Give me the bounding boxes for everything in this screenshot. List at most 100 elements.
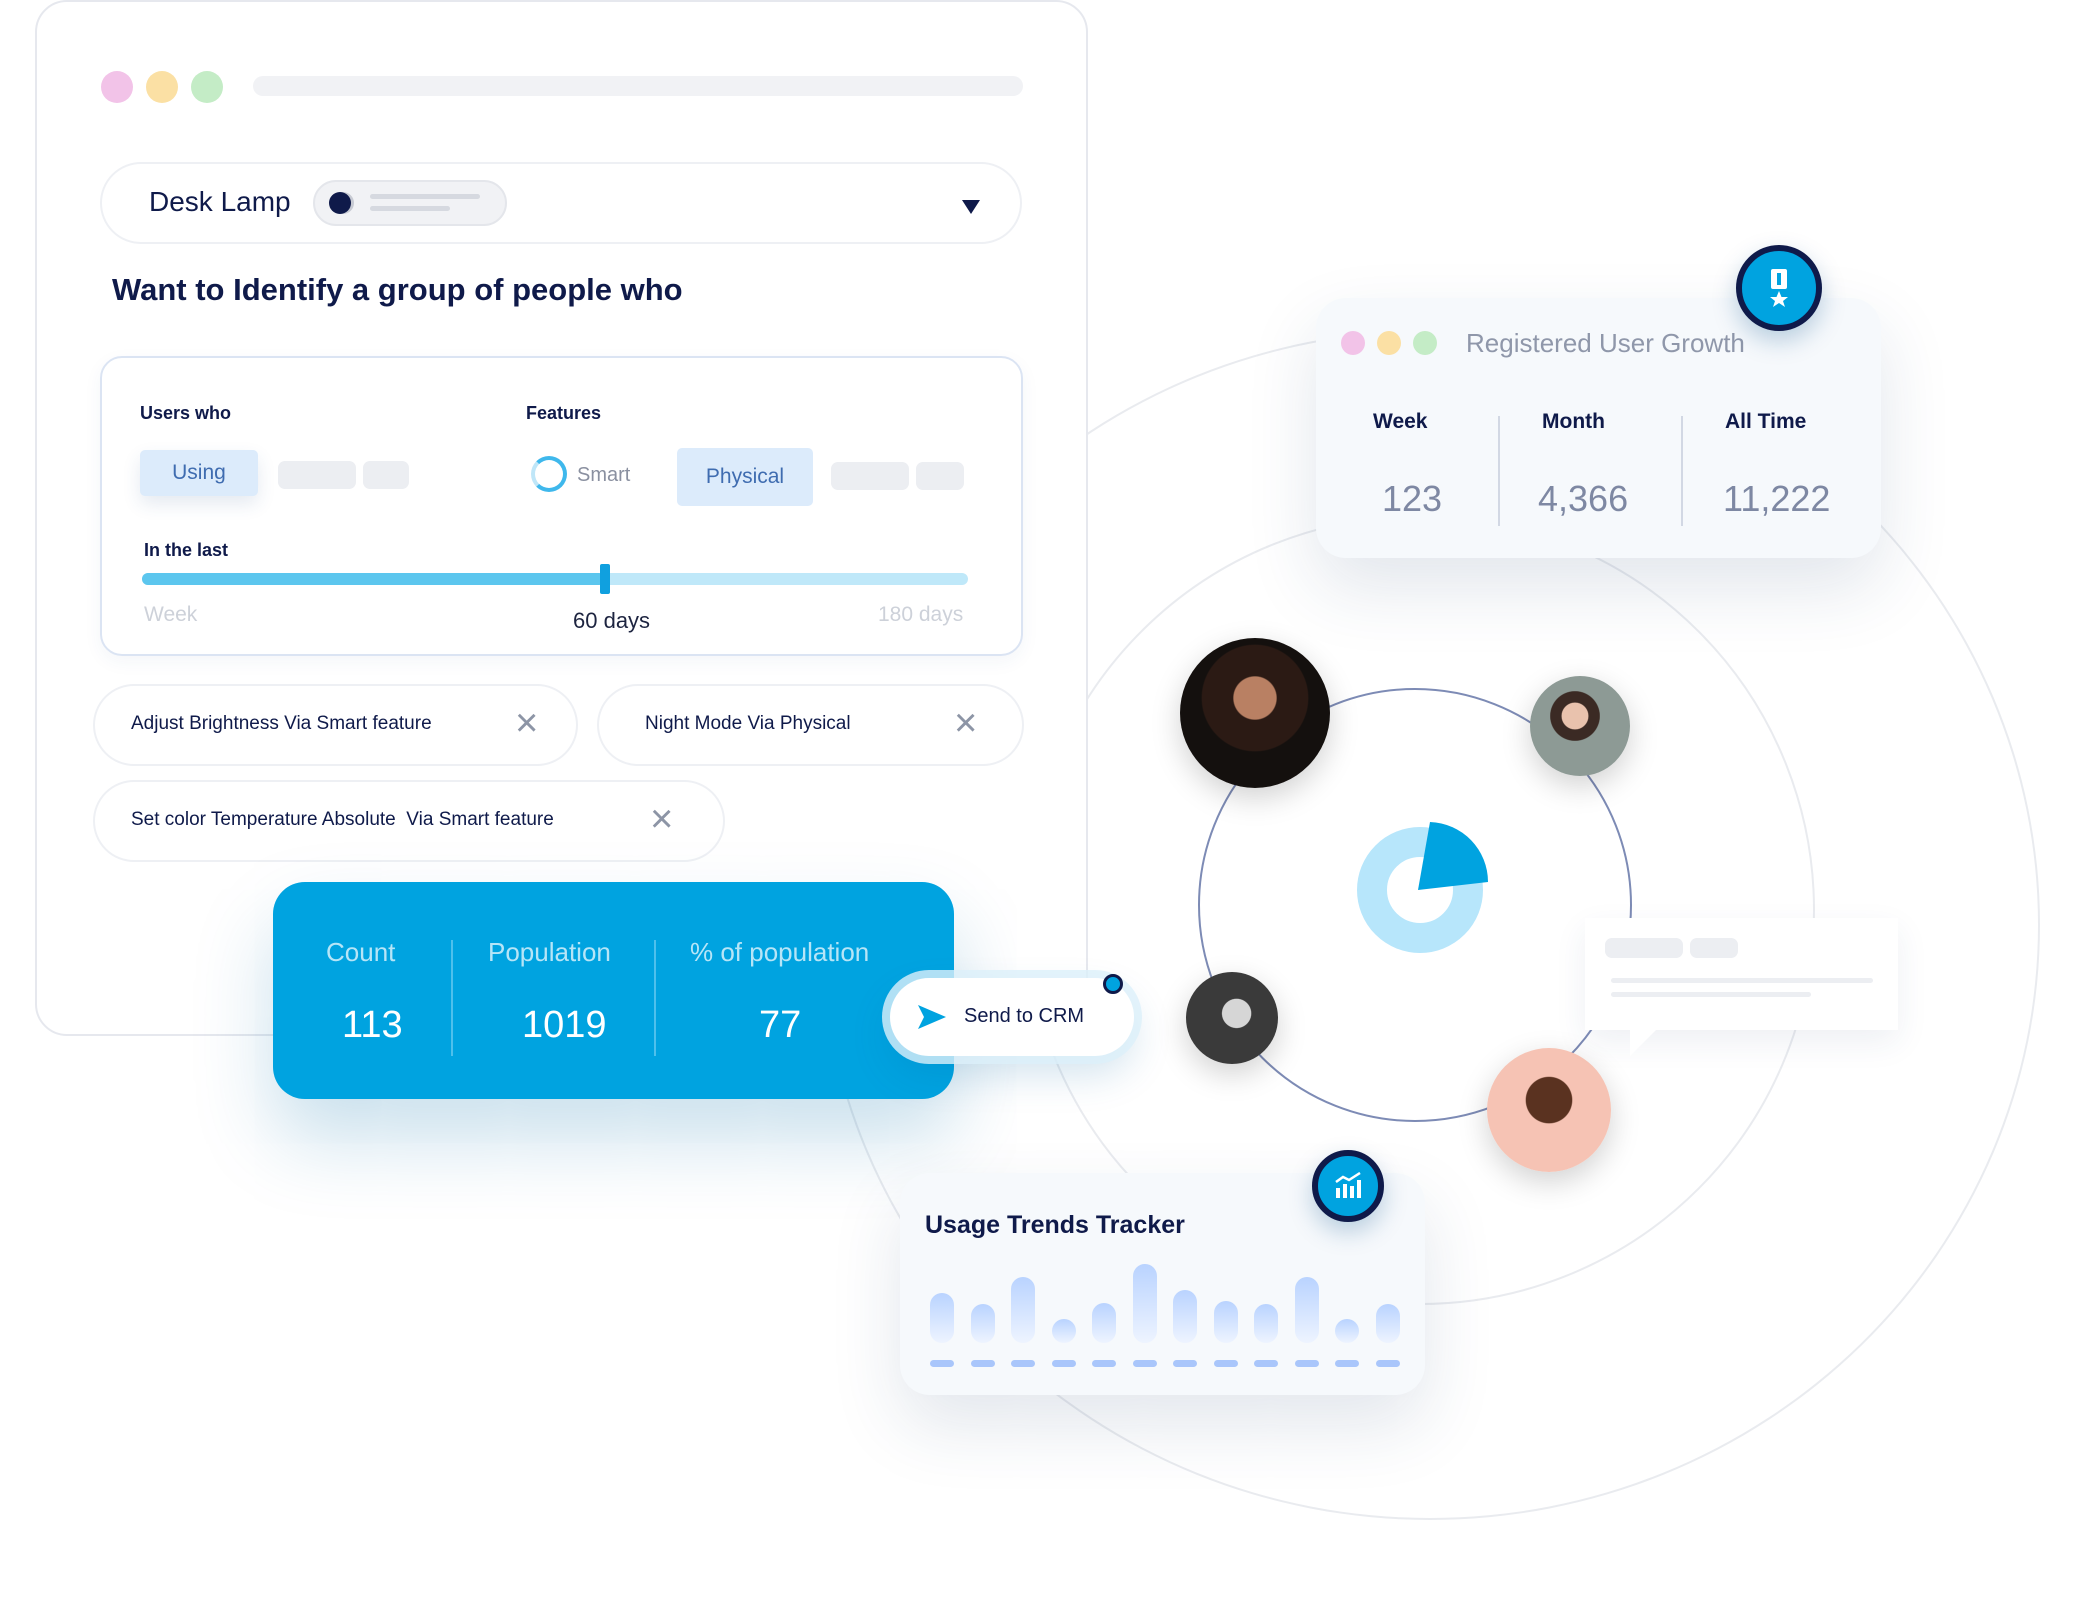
percent-population-value: 77 bbox=[759, 1004, 802, 1046]
stats-divider bbox=[451, 940, 453, 1056]
filter-chip-label: Adjust Brightness Via Smart feature bbox=[131, 713, 432, 734]
filter-chip-label: Night Mode Via Physical bbox=[645, 713, 851, 734]
product-name: Desk Lamp bbox=[149, 186, 291, 217]
slider-max-label: 180 days bbox=[878, 603, 964, 626]
close-icon[interactable]: × bbox=[650, 797, 674, 841]
donut-ring bbox=[1357, 827, 1483, 953]
usage-bar bbox=[1132, 1264, 1157, 1343]
slider-value-label: 60 days bbox=[573, 608, 651, 633]
placeholder-chip-3 bbox=[831, 462, 909, 490]
population-value: 1019 bbox=[522, 1004, 607, 1046]
count-label: Count bbox=[326, 937, 396, 967]
address-bar-placeholder bbox=[253, 76, 1023, 96]
toggle-line-1 bbox=[370, 194, 480, 199]
close-icon[interactable]: × bbox=[515, 701, 539, 745]
page-heading: Want to Identify a group of people who bbox=[112, 272, 683, 307]
users-who-label: Users who bbox=[140, 403, 232, 423]
usage-bar-baseline bbox=[1011, 1360, 1035, 1367]
award-badge-icon bbox=[1736, 245, 1822, 331]
time-slider-fill bbox=[142, 573, 605, 585]
usage-bar bbox=[1375, 1304, 1400, 1343]
placeholder-chip-5 bbox=[1605, 938, 1683, 958]
toggle-line-2 bbox=[370, 206, 450, 211]
avatar-man-monochrome bbox=[1186, 972, 1278, 1064]
week-value: 123 bbox=[1382, 478, 1443, 519]
filter-chip[interactable]: Set color Temperature Absolute Via Smart… bbox=[93, 780, 725, 862]
send-to-crm-label: Send to CRM bbox=[964, 1005, 1085, 1027]
month-label: Month bbox=[1542, 410, 1605, 433]
filter-chip[interactable]: Night Mode Via Physical × bbox=[597, 684, 1024, 766]
usage-bar-baseline bbox=[1132, 1360, 1157, 1367]
criteria-box: Users who Using Features Smart Physical … bbox=[100, 356, 1023, 656]
physical-option-label: Physical bbox=[705, 465, 785, 488]
send-to-crm-button[interactable]: Send to CRM bbox=[890, 978, 1134, 1056]
using-selector[interactable]: Using bbox=[140, 450, 258, 496]
percent-population-label: % of population bbox=[690, 937, 870, 967]
placeholder-chip-6 bbox=[1690, 938, 1738, 958]
usage-bar bbox=[1051, 1319, 1076, 1343]
placeholder-chip-1 bbox=[278, 461, 356, 489]
population-label: Population bbox=[488, 937, 611, 967]
donut-highlight-slice bbox=[1418, 822, 1488, 890]
usage-bar-baseline bbox=[1173, 1360, 1197, 1367]
message-bubble bbox=[1585, 918, 1898, 1030]
filter-window: Desk Lamp Want to Identify a group of pe… bbox=[35, 0, 1088, 1036]
window-dot-green bbox=[191, 71, 223, 103]
stats-divider bbox=[654, 940, 656, 1056]
avatar-man-smiling bbox=[1487, 1048, 1611, 1172]
usage-bar bbox=[1335, 1319, 1359, 1343]
send-arrow-icon bbox=[918, 1005, 946, 1029]
week-label: Week bbox=[1373, 410, 1428, 433]
all-time-label: All Time bbox=[1725, 410, 1807, 433]
placeholder-chip-2 bbox=[363, 461, 409, 489]
caret-down-icon[interactable] bbox=[962, 200, 980, 214]
usage-bar bbox=[970, 1304, 995, 1343]
smart-radio-icon[interactable] bbox=[531, 456, 567, 492]
message-bubble-tail bbox=[1630, 1030, 1656, 1056]
usage-bar-baseline bbox=[1051, 1360, 1076, 1367]
window-dot-green bbox=[1413, 331, 1437, 355]
all-time-value: 11,222 bbox=[1723, 478, 1831, 519]
usage-bar bbox=[1092, 1303, 1116, 1343]
smart-option[interactable]: Smart bbox=[577, 464, 631, 486]
slider-min-label: Week bbox=[144, 603, 198, 626]
user-growth-title: Registered User Growth bbox=[1466, 328, 1745, 358]
features-label: Features bbox=[526, 403, 602, 423]
usage-bar-baseline bbox=[1254, 1360, 1278, 1367]
count-value: 113 bbox=[342, 1004, 403, 1046]
window-dot-pink bbox=[1341, 331, 1365, 355]
usage-bar bbox=[1254, 1304, 1278, 1343]
close-icon[interactable]: × bbox=[954, 701, 978, 745]
stats-card: Count 113 Population 1019 % of populatio… bbox=[273, 882, 954, 1099]
filter-chip-label: Set color Temperature Absolute Via Smart… bbox=[131, 809, 554, 830]
usage-bar-baseline bbox=[1294, 1360, 1319, 1367]
growth-divider bbox=[1498, 416, 1500, 526]
in-the-last-label: In the last bbox=[144, 540, 229, 560]
usage-bar-baseline bbox=[1213, 1360, 1238, 1367]
placeholder-line-1 bbox=[1611, 978, 1873, 983]
placeholder-line-2 bbox=[1611, 992, 1811, 997]
product-toggle[interactable] bbox=[313, 180, 507, 226]
usage-bar bbox=[1173, 1290, 1197, 1343]
segment-donut-chart bbox=[1357, 827, 1483, 953]
usage-bar bbox=[1294, 1277, 1319, 1343]
usage-trends-title: Usage Trends Tracker bbox=[925, 1211, 1185, 1239]
usage-bar-baseline bbox=[1335, 1360, 1359, 1367]
physical-option[interactable]: Physical bbox=[677, 448, 813, 506]
window-dot-pink bbox=[101, 71, 133, 103]
orbit-ring-inner bbox=[1198, 688, 1632, 1122]
growth-divider bbox=[1681, 416, 1683, 526]
product-dropdown[interactable]: Desk Lamp bbox=[100, 162, 1022, 244]
usage-bar-baseline bbox=[930, 1360, 954, 1367]
user-growth-card: Registered User Growth Week 123 Month 4,… bbox=[1316, 298, 1881, 558]
bar-chart-icon bbox=[1312, 1150, 1384, 1222]
window-dot-yellow bbox=[146, 71, 178, 103]
avatar-woman-outdoor bbox=[1530, 676, 1630, 776]
usage-bar bbox=[930, 1293, 954, 1343]
window-dot-yellow bbox=[1377, 331, 1401, 355]
time-slider-thumb[interactable] bbox=[599, 564, 610, 594]
time-slider-track[interactable] bbox=[142, 564, 968, 594]
month-value: 4,366 bbox=[1538, 478, 1629, 519]
filter-chip[interactable]: Adjust Brightness Via Smart feature × bbox=[93, 684, 578, 766]
usage-bar-baseline bbox=[1375, 1360, 1400, 1367]
